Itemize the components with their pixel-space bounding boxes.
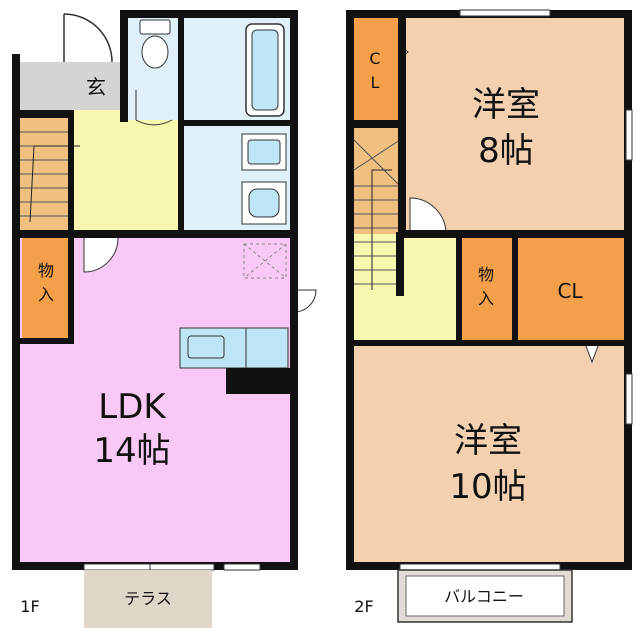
entrance-label: 玄 xyxy=(86,75,106,99)
western-room-b-name: 洋室 xyxy=(454,421,522,461)
western-room-b-size: 10帖 xyxy=(449,467,526,507)
storage-1f-label-a: 物 xyxy=(38,261,54,280)
floor-2-label: 2F xyxy=(354,597,373,616)
ceiling-hatch xyxy=(243,243,287,279)
terrace-label: テラス xyxy=(124,589,172,608)
front-door xyxy=(63,13,113,63)
shoe-cabinet xyxy=(16,14,64,62)
room-b-door xyxy=(585,345,599,364)
western-room-a-size: 8帖 xyxy=(478,131,534,171)
room-a-door xyxy=(409,197,447,235)
closet-2f-label: CL xyxy=(557,279,583,303)
floor-1-label: 1F xyxy=(20,597,39,616)
closet-small-label-a: C xyxy=(369,49,380,68)
windows-2f xyxy=(399,9,633,571)
toilet-door xyxy=(135,90,173,126)
balcony-label: バルコニー xyxy=(444,587,524,606)
ldk-door xyxy=(83,237,119,273)
closet-small-label-b: L xyxy=(371,73,380,92)
stairs-2f xyxy=(353,139,401,290)
floor-2: C L 洋室 8帖 物 入 CL 洋室 10帖 バルコニー 2F xyxy=(346,9,633,623)
storage-1f-label-b: 入 xyxy=(38,285,54,304)
closet-small xyxy=(350,14,400,122)
fridge-space xyxy=(226,368,294,394)
windows-1f xyxy=(83,563,261,571)
storage-2f-label-b: 入 xyxy=(478,289,494,308)
stairs-1f xyxy=(20,131,80,223)
entry-corridor-floor xyxy=(72,106,182,234)
ldk-name: LDK xyxy=(98,387,167,427)
storage-2f-label-a: 物 xyxy=(478,265,494,284)
storage-2f xyxy=(460,238,514,342)
storage-1f xyxy=(22,238,72,338)
hallway-2f xyxy=(350,234,460,342)
closet-2f xyxy=(516,238,628,342)
floor-1: 玄 物 入 LDK 14帖 テラス 1F xyxy=(12,10,317,628)
terrace xyxy=(84,570,212,628)
western-room-b xyxy=(350,344,628,566)
ldk-size: 14帖 xyxy=(93,431,170,471)
toilet-icon xyxy=(139,19,171,69)
western-room-a-name: 洋室 xyxy=(472,85,540,125)
western-room-a xyxy=(404,14,626,234)
entrance-floor xyxy=(16,62,126,110)
